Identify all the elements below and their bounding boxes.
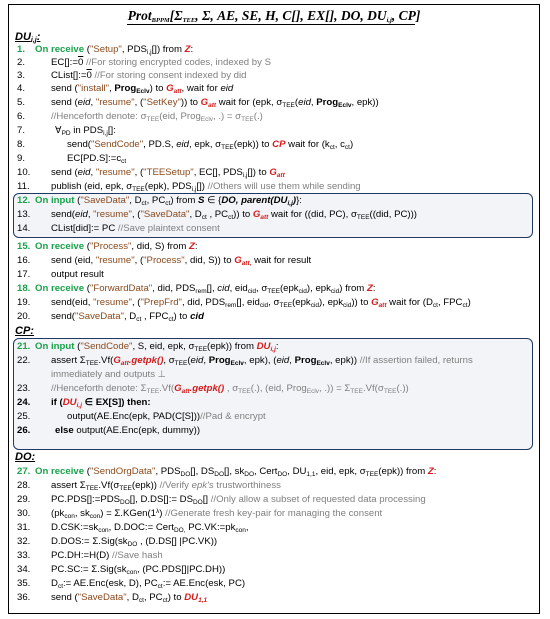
highlight-box-savedata xyxy=(13,193,533,238)
protocol-title: ProtBPPM[ΣTEE, Σ, AE, SE, H, C[], EX[], … xyxy=(127,8,421,24)
protocol-figure: ProtBPPM[ΣTEE, Σ, AE, SE, H, C[], EX[], … xyxy=(8,4,540,614)
title-underline xyxy=(127,24,415,25)
section-du-heading: DUi,j: xyxy=(15,31,41,44)
highlight-box-cp xyxy=(13,338,533,450)
section-do-heading: DO: xyxy=(15,451,36,463)
section-cp-heading: CP: xyxy=(15,325,34,337)
